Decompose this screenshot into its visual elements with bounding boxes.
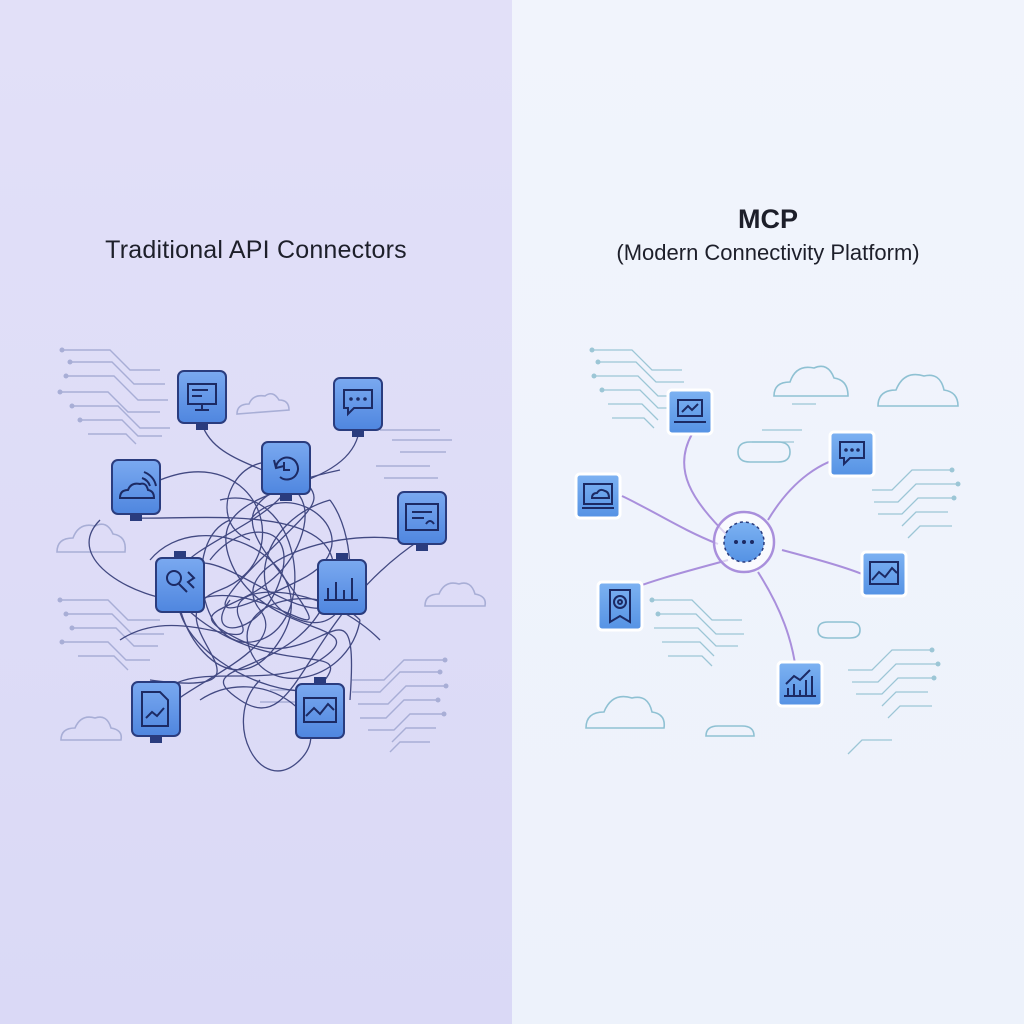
line-chart-icon: [869, 561, 899, 585]
bar-chart-icon: [324, 578, 358, 601]
cloud-icon: [424, 582, 487, 607]
cloud-icon: [773, 365, 849, 397]
connector-bar-chart: [317, 553, 367, 615]
node-bar-chart: [776, 660, 824, 708]
connector-cloud-signal: [111, 459, 161, 521]
right-panel-subtitle: (Modern Connectivity Platform): [616, 240, 920, 265]
cloud-icon: [56, 523, 127, 553]
file-chart-icon: [141, 691, 169, 727]
mcp-panel: MCP (Modern Connectivity Platform): [512, 0, 1024, 1024]
cloud-icon: [585, 695, 666, 729]
node-badge: [596, 580, 644, 632]
line-chart-icon: [303, 697, 337, 723]
chat-bubble-icon: [343, 389, 373, 417]
node-laptop: [666, 388, 714, 436]
connector-document: [397, 491, 447, 551]
cloud-icon: [60, 716, 123, 741]
circuit-pads-left: [57, 347, 449, 717]
cloud-icon: [737, 441, 791, 463]
clouds-right: [585, 365, 959, 737]
cloud-icon: [817, 621, 861, 639]
connector-file-chart: [131, 681, 181, 743]
mcp-diagram: [574, 347, 961, 755]
node-monitor-cloud: [574, 472, 622, 520]
bar-chart-icon: [784, 669, 816, 697]
right-panel-title: MCP: [738, 204, 798, 234]
document-icon: [405, 503, 439, 531]
circuit-traces-left: [60, 349, 452, 753]
left-panel-title: Traditional API Connectors: [105, 236, 407, 264]
refresh-icon: [273, 456, 299, 481]
chat-bubble-icon: [839, 441, 865, 467]
traditional-api-diagram: [56, 347, 487, 772]
mcp-hub: [712, 510, 776, 574]
hub-spokes: [621, 433, 863, 671]
cloud-icon: [705, 725, 755, 737]
cloud-icon: [236, 392, 290, 415]
connector-refresh: [261, 441, 311, 501]
circuit-traces-right: [592, 349, 958, 755]
monitor-cloud-icon: [582, 483, 614, 509]
circuit-pads-right: [589, 347, 961, 681]
traditional-api-panel: Traditional API Connectors: [0, 0, 512, 1024]
connector-chat-bubble: [333, 377, 383, 437]
connector-line-chart: [295, 677, 345, 739]
connector-search-person: [155, 551, 205, 613]
node-line-chart: [860, 550, 908, 598]
cloud-signal-icon: [118, 471, 157, 499]
connector-monitor-chat: [177, 370, 227, 430]
node-chat: [828, 430, 876, 478]
cloud-icon: [877, 373, 959, 407]
ellipsis-icon: [734, 540, 754, 544]
badge-icon: [609, 589, 631, 624]
monitor-icon: [187, 383, 217, 411]
laptop-icon: [674, 399, 706, 423]
search-person-icon: [166, 570, 196, 593]
